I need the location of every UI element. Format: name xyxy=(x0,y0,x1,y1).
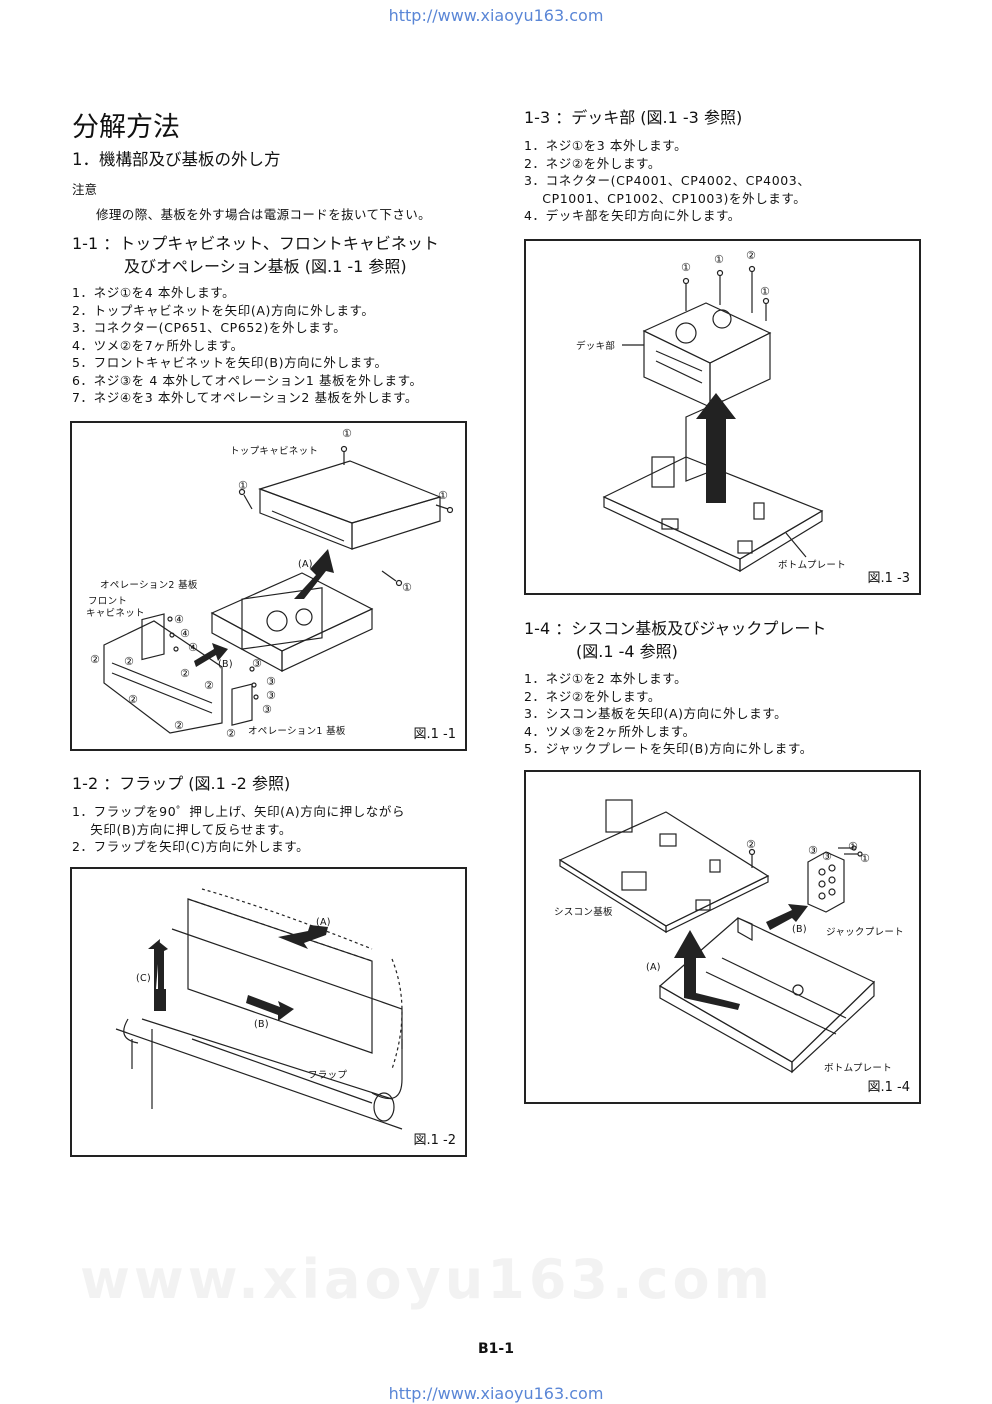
figure-caption: 図.1 -4 xyxy=(867,1080,911,1095)
label-top-cabinet: トップキャビネット xyxy=(230,446,319,457)
label-a: (A) xyxy=(646,962,661,973)
s11-heading-2: 及びオペレーション基板 (図.1 -1 参照) xyxy=(124,257,407,276)
mark-1: ① xyxy=(438,489,448,502)
mark-4: ④ xyxy=(180,627,190,640)
label-b: (B) xyxy=(254,1019,269,1030)
mark-1: ① xyxy=(238,479,248,492)
list-item: 4．デッキ部を矢印方向に外します。 xyxy=(524,208,741,223)
s14-steps: 1．ネジ①を2 本外します。 2．ネジ②を外します。 3．シスコン基板を矢印(A… xyxy=(524,670,813,758)
figure-caption: 図.1 -2 xyxy=(413,1133,457,1148)
s14-heading-2: (図.1 -4 参照) xyxy=(576,642,678,661)
list-item: 1．ネジ①を4 本外します。 xyxy=(72,285,236,300)
list-item: 2．ネジ②を外します。 xyxy=(524,688,662,704)
label-a: (A) xyxy=(316,917,331,928)
mark-2: ② xyxy=(226,727,236,740)
list-item: 7．ネジ④を3 本外してオペレーション2 基板を外します。 xyxy=(72,390,419,405)
list-item: 3．コネクター(CP651、CP652)を外します。 xyxy=(72,320,347,335)
mark-2: ② xyxy=(90,653,100,666)
footer-url[interactable]: http://www.xiaoyu163.com xyxy=(388,1384,604,1403)
label-syscon: シスコン基板 xyxy=(554,907,613,918)
mark-1: ① xyxy=(860,852,870,865)
s12-heading: 1-2 ：フラップ (図.1 -2 参照) xyxy=(72,774,291,793)
list-item: 5．フロントキャビネットを矢印(B)方向に外します。 xyxy=(72,355,388,370)
mark-2: ② xyxy=(174,719,184,732)
mark-2: ② xyxy=(746,249,756,262)
label-op2: オペレーション2 基板 xyxy=(100,580,198,591)
label-c: (C) xyxy=(136,973,151,984)
figure-1-3-drawing xyxy=(602,265,824,573)
figure-caption: 図.1 -1 xyxy=(413,727,457,742)
label-b: (B) xyxy=(218,659,233,670)
mark-3: ③ xyxy=(252,657,262,670)
note-label: 注意 xyxy=(72,182,98,197)
figure-1-1-drawing xyxy=(103,445,454,734)
label-bottom: ボトムプレート xyxy=(824,1063,893,1074)
list-item: 4．ツメ③を2ヶ所外します。 xyxy=(524,723,696,739)
list-item: 2．ネジ②を外します。 xyxy=(524,155,662,171)
list-item: 1．フラップを90゜押し上げ、矢印(A)方向に押しながら xyxy=(72,804,406,819)
mark-3: ③ xyxy=(822,850,832,863)
label-jack: ジャックプレート xyxy=(826,927,904,938)
mark-1: ① xyxy=(402,581,412,594)
watermark-footer: www.xiaoyu163.com xyxy=(80,1248,774,1311)
figure-1-2: (A) (C) (B) フラップ 図.1 -2 xyxy=(70,867,467,1157)
mark-3: ③ xyxy=(266,675,276,688)
figure-1-4: ② ③ ③ ① ① シスコン基板 (B) ジャックプレート (A) ボトムプレー… xyxy=(524,770,921,1104)
label-a: (A) xyxy=(298,559,313,570)
list-item: 2．トップキャビネットを矢印(A)方向に外します。 xyxy=(72,302,375,318)
figure-1-3: ① ① ② ① デッキ部 ボトムプレート 図.1 -3 xyxy=(524,239,921,595)
list-item: 3．コネクター(CP4001、CP4002、CP4003、 xyxy=(524,173,811,188)
list-item: 矢印(B)方向に押して反らせます。 xyxy=(72,821,292,837)
list-item: 1．ネジ①を2 本外します。 xyxy=(524,671,688,686)
mark-1: ① xyxy=(714,253,724,266)
mark-3: ③ xyxy=(262,703,272,716)
list-item: 1．ネジ①を3 本外します。 xyxy=(524,138,688,153)
mark-4: ④ xyxy=(174,613,184,626)
mark-1: ① xyxy=(760,285,770,298)
s13-heading: 1-3 ：デッキ部 (図.1 -3 参照) xyxy=(524,108,743,127)
page-number: B1-1 xyxy=(478,1341,514,1357)
page-title: 分解方法 xyxy=(72,112,180,143)
note-text: 修理の際、基板を外す場合は電源コードを抜いて下さい。 xyxy=(96,207,432,222)
s14-heading-1: 1-4 ：シスコン基板及びジャックプレート xyxy=(524,619,827,638)
mark-1: ① xyxy=(848,840,858,853)
s11-steps: 1．ネジ①を4 本外します。 2．トップキャビネットを矢印(A)方向に外します。… xyxy=(72,284,423,407)
label-deck: デッキ部 xyxy=(576,341,616,352)
figure-1-1: トップキャビネット ① ① ① ① (A) オペレーション2 基板 フロント キ… xyxy=(70,421,467,751)
list-item: 3．シスコン基板を矢印(A)方向に外します。 xyxy=(524,706,788,721)
mark-2: ② xyxy=(204,679,214,692)
figure-1-2-drawing xyxy=(115,888,403,1130)
figure-caption: 図.1 -3 xyxy=(867,571,911,586)
label-b: (B) xyxy=(792,924,807,935)
label-op1: オペレーション1 基板 xyxy=(248,726,346,737)
s12-steps: 1．フラップを90゜押し上げ、矢印(A)方向に押しながら 矢印(B)方向に押して… xyxy=(72,803,405,856)
header-url[interactable]: http://www.xiaoyu163.com xyxy=(388,6,604,25)
mark-1: ① xyxy=(681,261,691,274)
s13-steps: 1．ネジ①を3 本外します。 2．ネジ②を外します。 3．コネクター(CP400… xyxy=(524,137,810,225)
mark-4: ④ xyxy=(188,641,198,654)
label-flap: フラップ xyxy=(308,1070,348,1081)
label-front-2: キャビネット xyxy=(86,608,145,619)
list-item: 2．フラップを矢印(C)方向に外します。 xyxy=(72,839,310,854)
list-item: 6．ネジ③を 4 本外してオペレーション1 基板を外します。 xyxy=(72,372,423,388)
label-front-1: フロント xyxy=(88,596,128,607)
mark-2: ② xyxy=(128,693,138,706)
section-heading: 1．機構部及び基板の外し方 xyxy=(72,150,281,169)
figure-1-4-drawing xyxy=(558,799,876,1074)
s11-heading-1: 1-1 ：トップキャビネット、フロントキャビネット xyxy=(72,234,439,253)
mark-3: ③ xyxy=(266,689,276,702)
mark-3: ③ xyxy=(808,844,818,857)
list-item: CP1001、CP1002、CP1003)を外します。 xyxy=(524,190,807,206)
list-item: 5．ジャックプレートを矢印(B)方向に外します。 xyxy=(524,741,813,756)
label-bottom: ボトムプレート xyxy=(778,560,847,571)
mark-1: ① xyxy=(342,427,352,440)
mark-2: ② xyxy=(746,838,756,851)
mark-2: ② xyxy=(180,667,190,680)
mark-2: ② xyxy=(124,655,134,668)
list-item: 4．ツメ②を7ヶ所外します。 xyxy=(72,337,244,353)
